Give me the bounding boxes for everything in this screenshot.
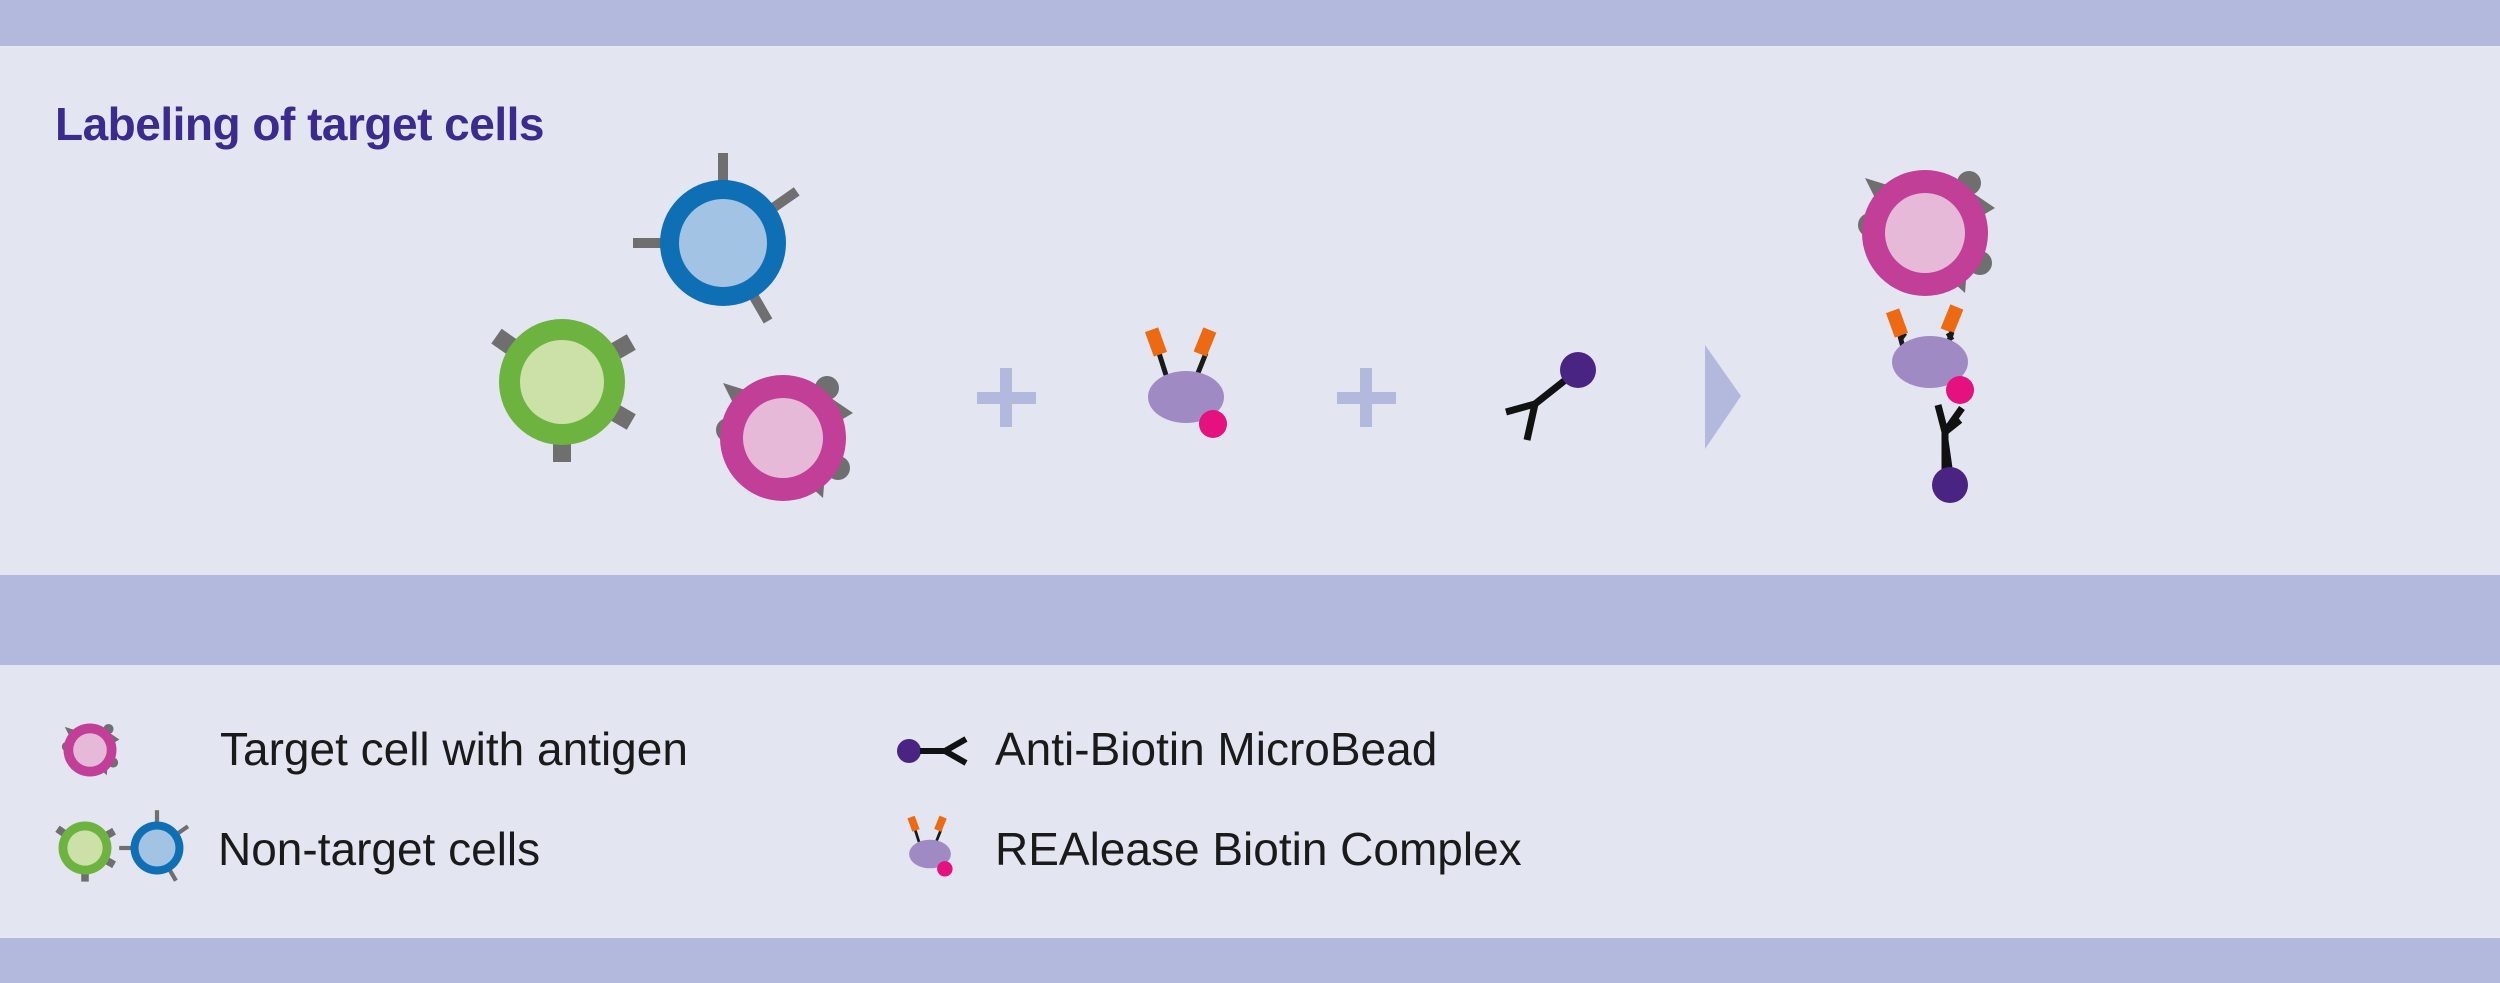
legend-non-target-label: Non-target cells [218,823,541,875]
legend-target-cell-icon [61,723,120,777]
legend-microbead-label: Anti-Biotin MicroBead [995,723,1438,775]
legend-green-cell-icon [55,821,116,882]
bound-biotin-dot [1946,376,1974,404]
labeled-target-cell [1858,170,1995,296]
legend-blue-cell-icon [119,810,190,882]
blue-non-target-cell [633,153,800,324]
biotin-complex [1145,327,1227,438]
legend-biotin-complex-label: REAlease Biotin Complex [995,823,1522,875]
plus-sign [1337,368,1396,427]
arrow-icon [1705,345,1741,449]
target-cell [716,375,853,501]
middle-band [0,575,2500,665]
anti-biotin-microbead [1505,352,1596,441]
top-band [0,0,2500,46]
legend-microbead-icon [897,736,968,766]
plus-sign [977,368,1036,427]
legend-target-cell-label: Target cell with antigen [220,723,688,775]
bound-microbead [1932,404,1968,503]
bottom-band [0,938,2500,983]
page-title: Labeling of target cells [55,98,545,150]
bound-complex-body [1892,336,1968,388]
legend-biotin-complex-icon [906,814,954,878]
green-non-target-cell [491,319,636,462]
